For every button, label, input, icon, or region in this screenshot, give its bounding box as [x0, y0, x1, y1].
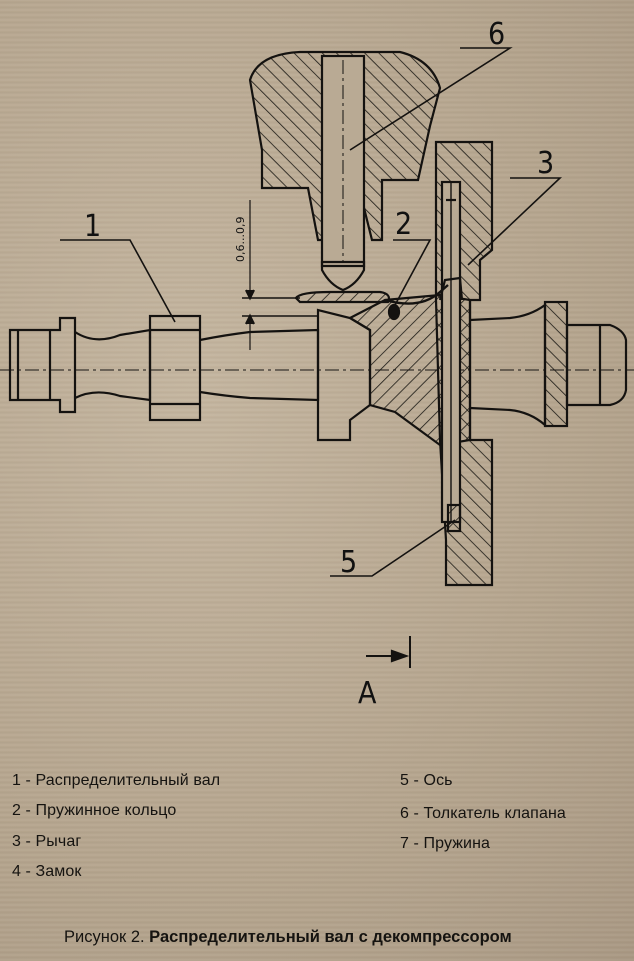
- valve-stem-tip: [320, 260, 366, 292]
- callout-6: 6: [488, 17, 505, 52]
- caption-prefix: Рисунок 2.: [64, 928, 145, 946]
- leader-1: [60, 239, 176, 323]
- spring-ring: [387, 303, 401, 321]
- legend-item-2: 2 - Пружинное кольцо: [12, 802, 177, 819]
- callout-1: 1: [84, 209, 101, 244]
- shaft-left-end: [8, 316, 77, 414]
- legend-item-6: 6 - Толкатель клапана: [400, 805, 566, 822]
- caption-title: Распределительный вал с декомпрессором: [149, 928, 512, 946]
- callout-3: 3: [537, 146, 554, 181]
- camshaft-drawing: 1 2 3 5 6 A 0,6...0,9: [0, 17, 634, 711]
- leader-3: [467, 177, 563, 266]
- shaft-right-flange: [543, 300, 569, 428]
- shaft-collar: [148, 314, 202, 422]
- leader-5: [330, 519, 456, 577]
- callout-2: 2: [395, 207, 412, 242]
- legend-item-7: 7 - Пружина: [400, 835, 491, 852]
- figure-caption: Рисунок 2. Распределительный вал с деком…: [64, 928, 512, 947]
- gap-dimension: 0,6...0,9: [234, 217, 247, 262]
- leader-6: [349, 47, 513, 151]
- leader-2: [393, 239, 432, 306]
- view-a-label: A: [358, 676, 377, 711]
- callout-5: 5: [340, 545, 357, 580]
- legend-item-3: 3 - Рычаг: [12, 833, 82, 850]
- legend-item-4: 4 - Замок: [12, 863, 82, 880]
- legend-item-1: 1 - Распределительный вал: [12, 772, 221, 789]
- lever: [384, 284, 449, 305]
- legend-item-5: 5 - Ось: [400, 772, 453, 789]
- cam-lobe: [316, 308, 372, 442]
